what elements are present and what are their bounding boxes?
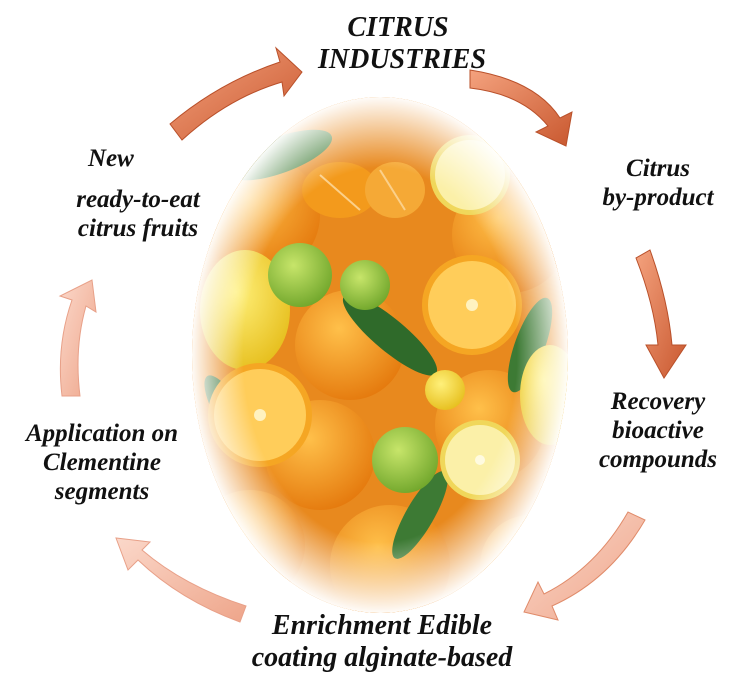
step-3-line-1: Enrichment Edible bbox=[232, 610, 532, 642]
step-1-line-1: Citrus bbox=[588, 155, 728, 184]
step-1-line-2: by-product bbox=[588, 184, 728, 213]
arrow-to-enrichment bbox=[524, 512, 645, 620]
label-citrus-industries: CITRUS INDUSTRIES bbox=[318, 12, 478, 76]
label-citrus-by-product: Citrus by-product bbox=[588, 155, 728, 213]
step-4-line-2: Clementine bbox=[4, 449, 200, 478]
label-enrichment-edible-coating: Enrichment Edible coating alginate-based bbox=[232, 610, 532, 674]
arrow-to-application bbox=[116, 538, 246, 622]
step-2-line-1: Recovery bbox=[585, 388, 731, 417]
arrow-to-citrus-by-product bbox=[470, 70, 572, 146]
arrow-to-new-fruits bbox=[60, 280, 96, 396]
label-recovery-bioactive: Recovery bioactive compounds bbox=[585, 388, 731, 474]
step-5-line-2: ready-to-eat bbox=[38, 186, 238, 215]
step-5-line-1: New bbox=[38, 145, 238, 174]
label-application-clementine: Application on Clementine segments bbox=[4, 420, 200, 506]
arrow-to-recovery bbox=[636, 250, 686, 378]
arrow-to-citrus-industries bbox=[170, 48, 302, 140]
step-4-line-3: segments bbox=[4, 478, 200, 507]
step-3-line-2: coating alginate-based bbox=[232, 642, 532, 674]
step-4-line-1: Application on bbox=[4, 420, 200, 449]
step-2-line-3: compounds bbox=[585, 446, 731, 475]
step-5-line-3: citrus fruits bbox=[38, 215, 238, 244]
title-line-1: CITRUS bbox=[318, 12, 478, 44]
label-new-ready-to-eat: New ready-to-eat citrus fruits bbox=[38, 145, 238, 243]
title-line-2: INDUSTRIES bbox=[318, 44, 478, 76]
step-2-line-2: bioactive bbox=[585, 417, 731, 446]
